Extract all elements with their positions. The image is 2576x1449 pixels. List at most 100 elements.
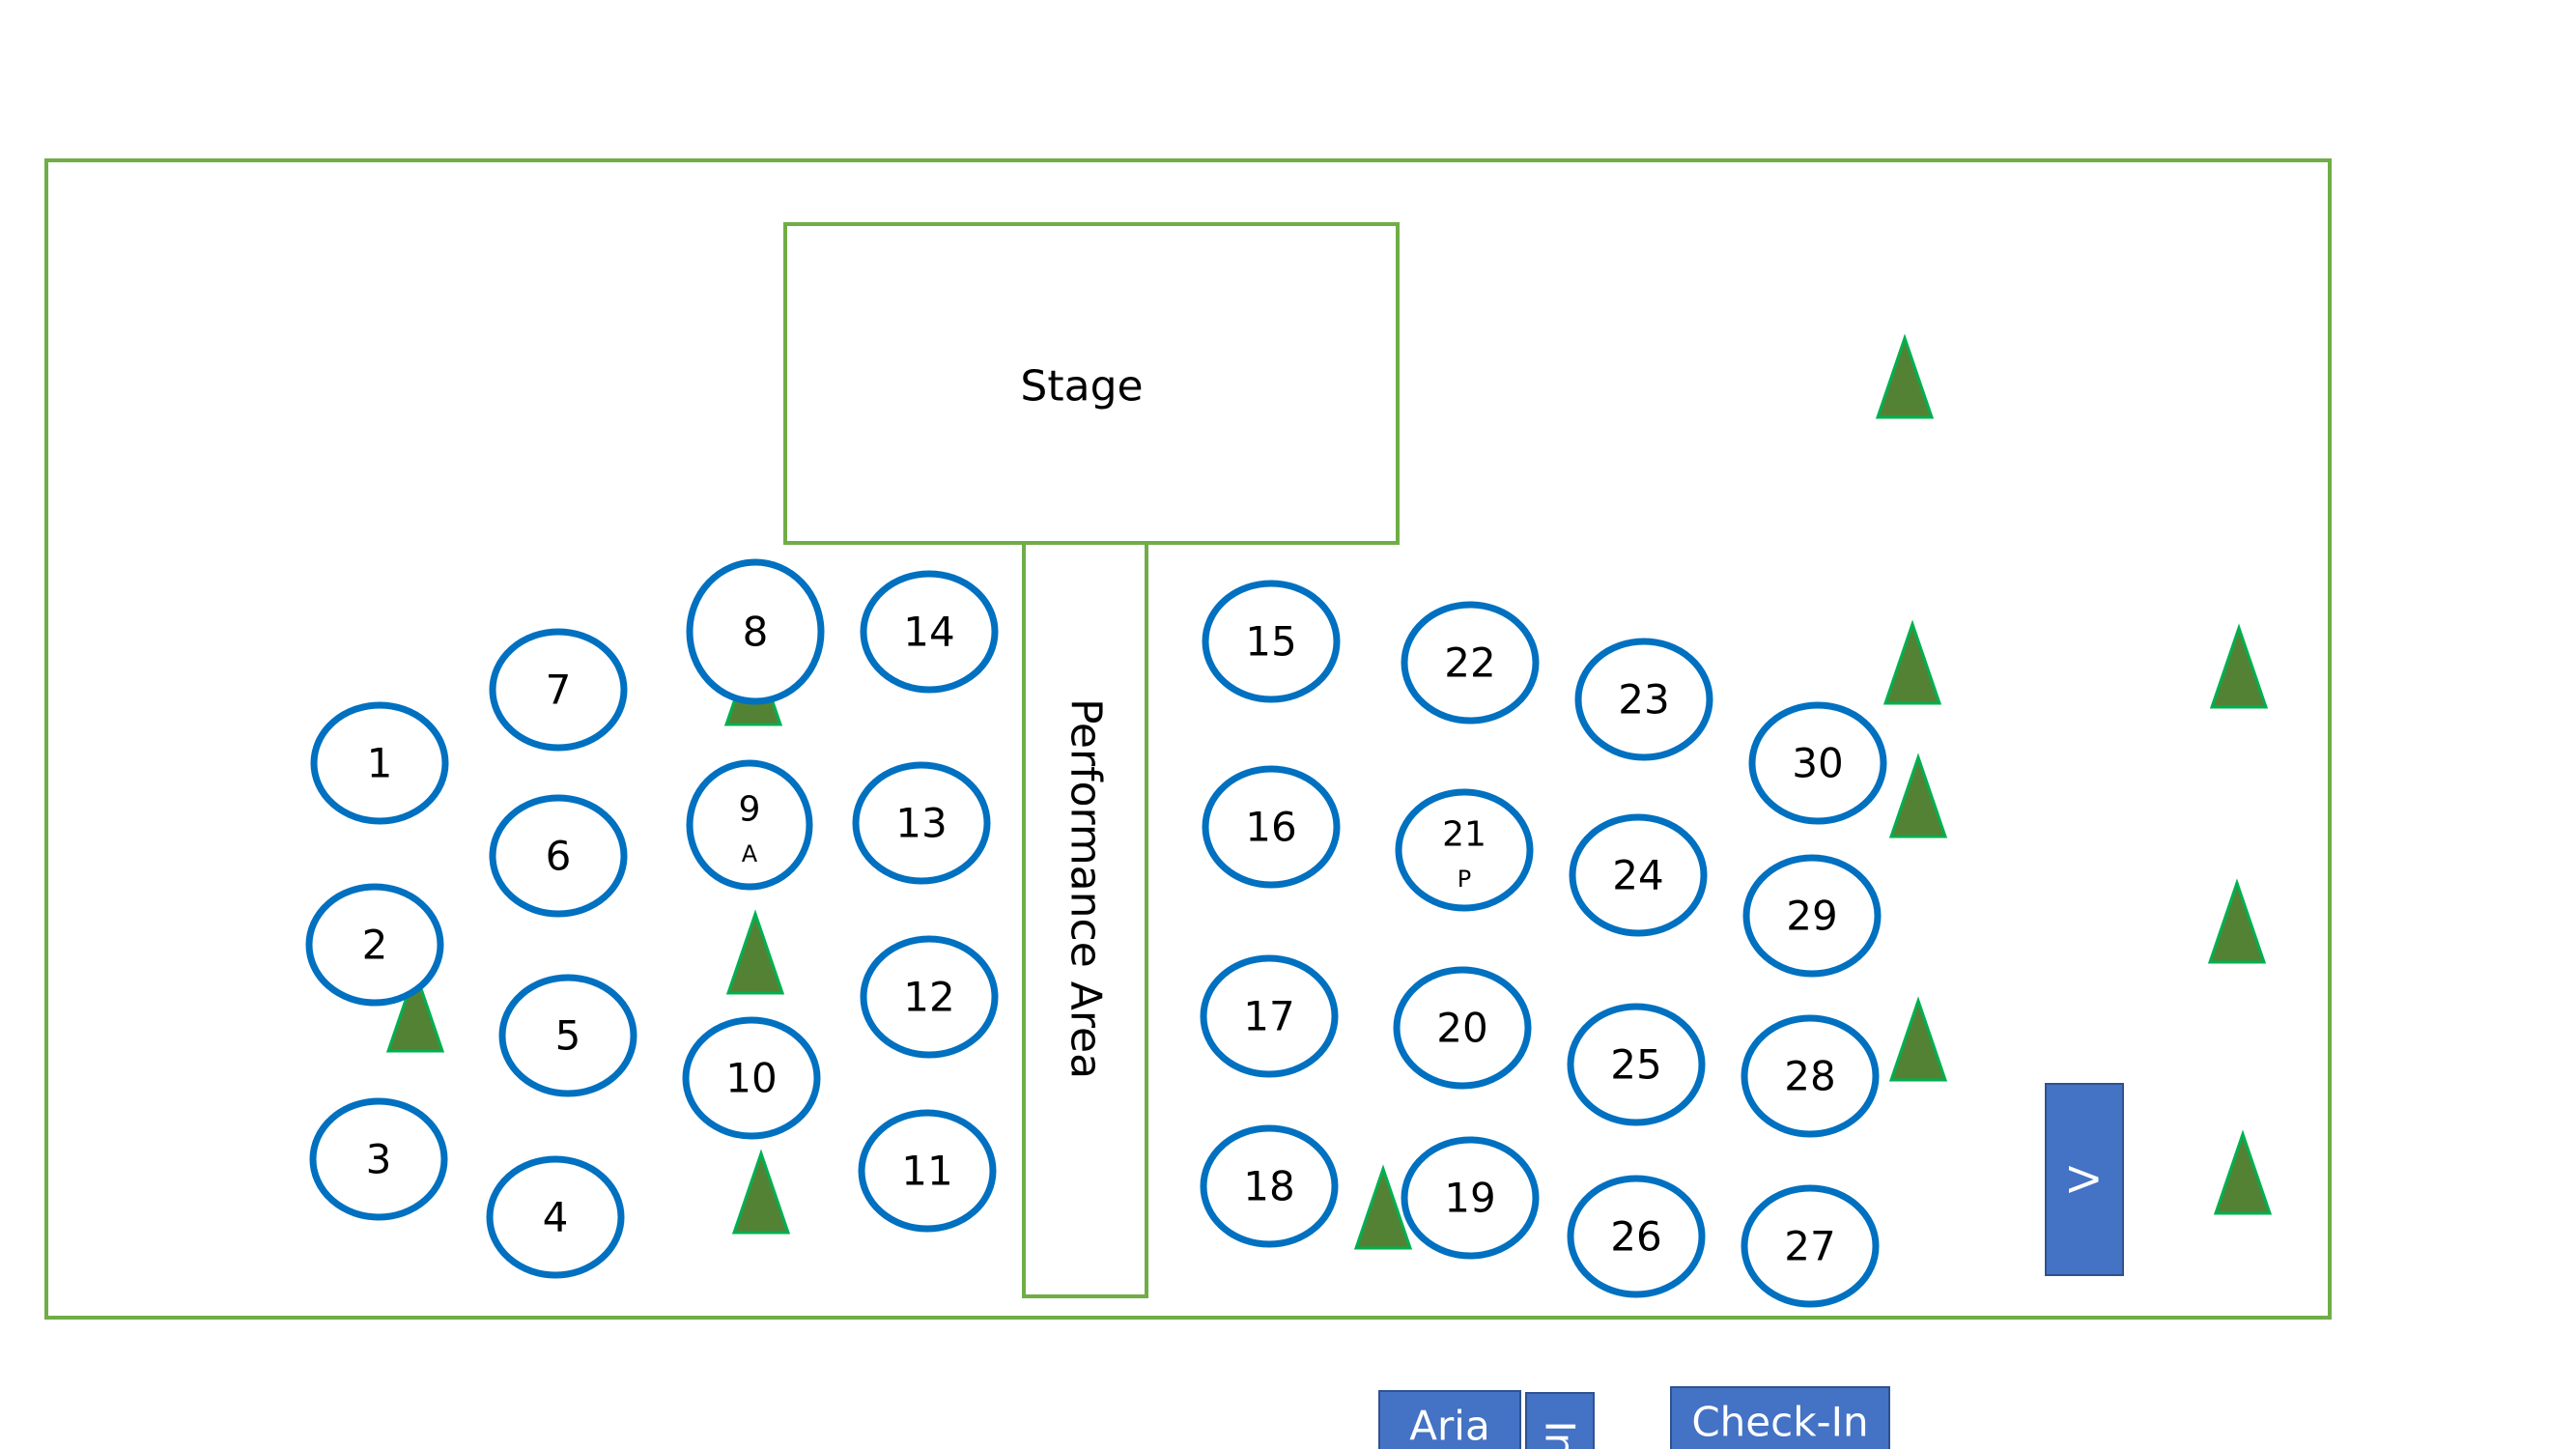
table-circle [486,1155,625,1279]
table-number: 20 [1436,1005,1487,1052]
table-circle [686,558,825,705]
table-6: 6 [489,794,628,918]
table-number: 7 [546,667,572,714]
tree-icon [2207,878,2267,964]
aria-box [1378,1390,1521,1449]
table-number: 6 [546,833,572,880]
table-number: 16 [1245,804,1296,851]
in-box [1525,1392,1595,1449]
table-5: 5 [498,974,637,1097]
table-27: 27 [1741,1184,1880,1308]
table-circle [1742,854,1882,978]
table-circle [860,935,999,1059]
table-15: 15 [1202,580,1341,703]
table-18: 18 [1200,1124,1339,1248]
tree-icon [725,909,785,995]
table-circle [1741,1014,1880,1138]
table-12: 12 [860,935,999,1059]
table-number: 11 [901,1148,952,1195]
table-8: 8 [686,558,825,705]
check-in-label: Check-In [1691,1399,1868,1446]
table-number: 10 [725,1055,777,1102]
table-number: 25 [1610,1041,1661,1089]
performance-area-box [1022,541,1148,1298]
table-11: 11 [858,1109,997,1233]
table-19: 19 [1401,1136,1540,1260]
table-24: 24 [1569,813,1708,937]
table-3: 3 [309,1097,448,1221]
table-10: 10 [682,1016,821,1140]
table-circle [309,1097,448,1221]
tree-icon [1882,619,1942,705]
entrance-boxes: Aria In Check-In [1378,1386,1890,1449]
table-number: 9 [739,790,761,830]
tree-icon [2209,623,2269,709]
table-number: 23 [1618,676,1669,724]
table-number: 15 [1245,618,1296,666]
table-28: 28 [1741,1014,1880,1138]
table-number: 26 [1610,1213,1661,1261]
table-14: 14 [860,570,999,694]
table-number: 29 [1786,893,1837,940]
table-circle [1202,765,1341,889]
table-circle [1202,580,1341,703]
table-23: 23 [1574,638,1713,761]
table-number: 30 [1792,740,1843,787]
table-number: 2 [362,922,388,969]
check-in-box [1670,1386,1890,1449]
table-22: 22 [1401,601,1540,724]
vendor-box [2045,1083,2124,1276]
stage-label: Stage [1020,362,1143,412]
table-circle [682,1016,821,1140]
table-29: 29 [1742,854,1882,978]
tree-icon [1353,1164,1413,1250]
table-circle [310,701,449,825]
table-number: 8 [743,609,769,656]
table-circle [1401,601,1540,724]
vendor-label: V [2061,1165,2109,1193]
table-circle [1567,1003,1706,1126]
tree-icon [731,1149,791,1235]
table-number: 21 [1442,815,1486,855]
table-number: 27 [1784,1223,1835,1270]
table-circle [1395,788,1534,912]
table-number: 14 [903,609,954,656]
table-circle [1393,966,1532,1090]
table-number: 24 [1612,852,1663,899]
table-circle [1567,1175,1706,1298]
tree-icon [1875,333,1935,419]
table-circle [1748,701,1887,825]
table-circle [858,1109,997,1233]
table-20: 20 [1393,966,1532,1090]
table-number: 13 [895,800,947,847]
table-circle [489,628,628,752]
table-number: 22 [1444,639,1495,687]
table-circle [686,759,813,891]
table-30: 30 [1748,701,1887,825]
aria-label: Aria [1409,1403,1489,1449]
table-21: 21P [1395,788,1534,912]
table-9: 9A [686,759,813,891]
tree-icon [385,967,445,1053]
table-circle [489,794,628,918]
table-26: 26 [1567,1175,1706,1298]
tree-icon [1888,996,1948,1082]
vendor-booth: V [2045,1083,2124,1276]
table-circle [1569,813,1708,937]
tree-icon [1888,753,1948,838]
table-circle [1200,1124,1339,1248]
table-circle [1401,1136,1540,1260]
table-number: 18 [1243,1163,1294,1210]
stage-box [783,222,1400,545]
table-number: 3 [366,1136,392,1183]
table-1: 1 [310,701,449,825]
table-13: 13 [852,761,991,885]
table-circle [1741,1184,1880,1308]
performance-area-label: Performance Area [1062,698,1111,1079]
table-number: 1 [367,740,393,787]
trees-layer [385,333,2273,1250]
tree-icon [2213,1129,2273,1215]
table-4: 4 [486,1155,625,1279]
stage: Stage [783,222,1400,545]
